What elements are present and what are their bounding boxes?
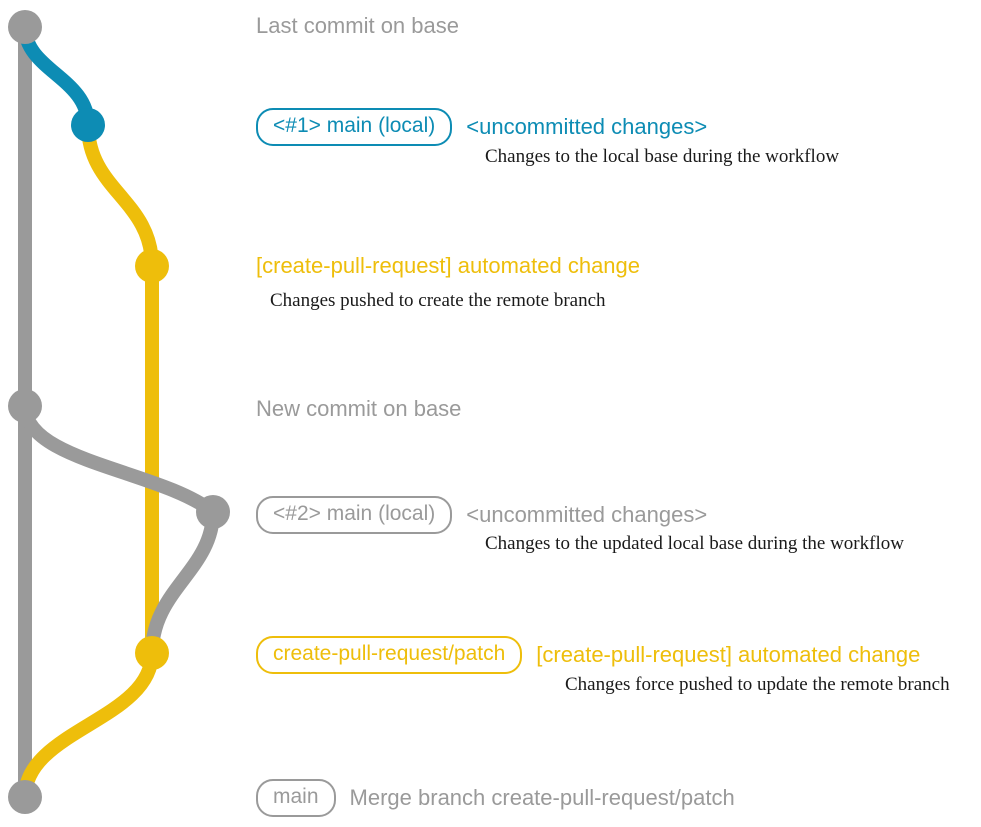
branch-label-main-local-2[interactable]: <#2> main (local) [256, 496, 453, 534]
node-base-new[interactable] [8, 389, 42, 423]
commit-entry-automated-change-1: [create-pull-request] automated change [256, 253, 640, 279]
edge-base-to-local-1 [18, 20, 95, 132]
commit-subject: <uncommitted changes> [466, 114, 708, 139]
commit-subject: [create-pull-request] automated change [536, 642, 921, 667]
edge-local-1-to-remote-1 [81, 118, 159, 273]
edge-local-2-to-remote-2 [145, 505, 220, 660]
edge-base-to-local-2 [18, 399, 220, 519]
commit-subject: <uncommitted changes> [466, 502, 708, 527]
node-local-1[interactable] [71, 108, 105, 142]
node-local-2[interactable] [196, 495, 230, 529]
commit-description: Changes to the updated local base during… [485, 533, 904, 554]
branch-label-create-pull-request-patch[interactable]: create-pull-request/patch [256, 636, 523, 674]
commit-entry-last-commit-on-base: Last commit on base [256, 13, 459, 39]
branch-label-main-local-1[interactable]: <#1> main (local) [256, 108, 453, 146]
node-base-top[interactable] [8, 10, 42, 44]
commit-subject: Last commit on base [256, 13, 459, 38]
node-merge[interactable] [8, 780, 42, 814]
commit-entry-automated-change-2: create-pull-request/patch [create-pull-r… [256, 636, 920, 674]
branch-label-main[interactable]: main [256, 779, 336, 817]
commit-subject: Merge branch create-pull-request/patch [349, 785, 735, 810]
commit-subject: [create-pull-request] automated change [256, 253, 641, 278]
commit-entry-local-change-1: <#1> main (local) <uncommitted changes> [256, 108, 707, 146]
edge-remote-2-to-merge [18, 646, 159, 804]
commit-description: Changes to the local base during the wor… [485, 146, 840, 167]
commit-entry-merge-commit: main Merge branch create-pull-request/pa… [256, 779, 735, 817]
commit-description: Changes force pushed to update the remot… [565, 674, 950, 695]
commit-description: Changes pushed to create the remote bran… [270, 290, 606, 311]
commit-subject: New commit on base [256, 396, 462, 421]
commit-entry-local-change-2: <#2> main (local) <uncommitted changes> [256, 496, 707, 534]
commit-entry-new-commit-on-base: New commit on base [256, 396, 461, 422]
node-remote-2[interactable] [135, 636, 169, 670]
node-remote-1[interactable] [135, 249, 169, 283]
